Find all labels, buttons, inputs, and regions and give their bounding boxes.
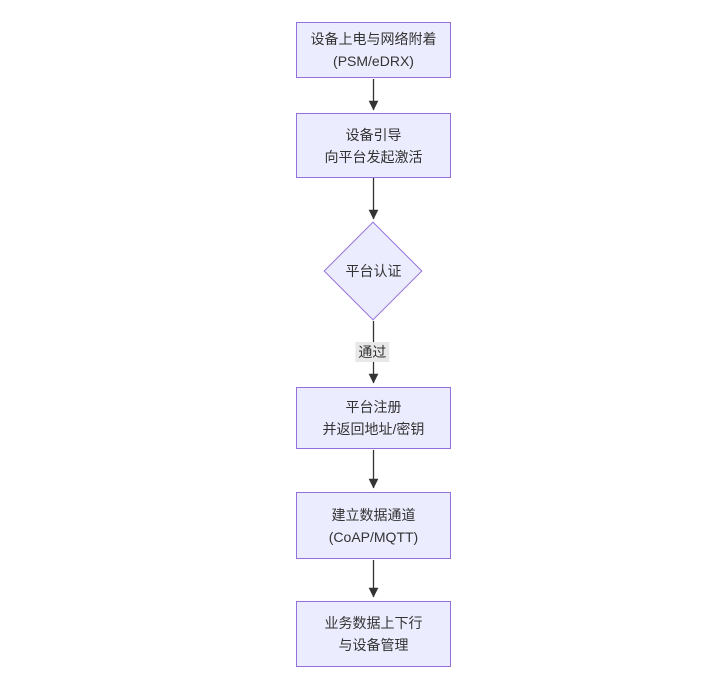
edge-label-pass: 通过	[355, 342, 390, 362]
node-business-data: 业务数据上下行 与设备管理	[296, 601, 451, 667]
node-text-line: 平台注册	[345, 399, 402, 415]
node-text-line: 并返回地址/密钥	[322, 421, 425, 437]
node-text-line: 业务数据上下行	[324, 615, 423, 631]
node-text-line: 平台认证	[345, 263, 402, 279]
node-text-line: 设备引导	[345, 126, 402, 143]
node-text-line: 与设备管理	[338, 637, 409, 653]
node-platform-auth: 平台认证	[323, 260, 424, 282]
node-text-line: (CoAP/MQTT)	[328, 528, 419, 545]
node-text-line: 设备上电与网络附着	[310, 31, 437, 47]
node-platform-register: 平台注册 并返回地址/密钥	[296, 387, 451, 449]
node-power-attach: 设备上电与网络附着 (PSM/eDRX)	[296, 22, 451, 78]
node-text-line: 向平台发起激活	[324, 148, 423, 165]
node-bootstrap: 设备引导 向平台发起激活	[296, 113, 451, 178]
node-text-line: 建立数据通道	[331, 506, 416, 523]
node-data-channel: 建立数据通道 (CoAP/MQTT)	[296, 492, 451, 559]
node-text-line: (PSM/eDRX)	[333, 53, 414, 69]
